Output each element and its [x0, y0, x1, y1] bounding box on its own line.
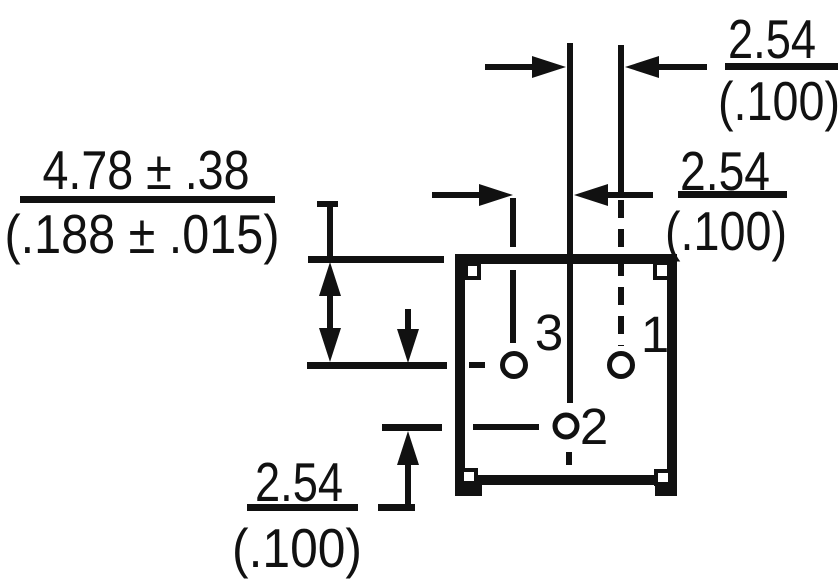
dim-value-inch: (.188 ± .015): [5, 203, 280, 265]
arrowhead-up-icon: [397, 431, 419, 465]
pin-2-number: 2: [580, 398, 608, 455]
centerline-below-pin2-dash: [566, 452, 572, 465]
dim-pitch-bottom-arrows: [378, 309, 419, 511]
dim-pitch-right-label: 2.54 (.100): [665, 140, 787, 262]
dim-value-mm: 2.54: [255, 451, 343, 513]
arrowhead-right-icon: [479, 184, 513, 206]
pin-2-hole: [552, 412, 580, 440]
body-left-edge: [455, 254, 465, 496]
pin-1-hole: [607, 351, 635, 379]
body-foot-left: [455, 484, 482, 496]
pin-row-2-line: [382, 424, 442, 431]
dim-value-mm: 2.54: [728, 8, 816, 70]
dim-value-inch: (.100): [718, 70, 840, 132]
arrowhead-left-icon: [574, 184, 608, 206]
dim-pitch-top-label: 2.54 (.100): [718, 8, 840, 132]
pin-row-3-1-inner-dash: [469, 362, 485, 368]
pin-row-3-1-line: [307, 362, 447, 369]
arrow-shaft: [485, 64, 535, 70]
arrowhead-right-icon: [532, 56, 566, 78]
extension-line-pin1-column: [618, 45, 624, 197]
pins: 3 1 2: [500, 304, 669, 455]
arrow-shaft: [655, 64, 707, 70]
corner-mark-top-right: [653, 261, 671, 280]
pin-1-number: 1: [641, 306, 669, 363]
corner-mark-top-left: [464, 262, 481, 280]
dim-value-inch: (.100): [232, 517, 362, 579]
dim-pitch-right-arrows: [432, 184, 653, 206]
arrowhead-left-icon: [625, 56, 659, 78]
body-right-edge: [667, 254, 677, 496]
extension-line-pin3-inner: [510, 270, 516, 343]
pin-row-2-inner-line: [473, 424, 539, 430]
leader-foot: [378, 504, 415, 511]
fraction-bar: [678, 191, 787, 198]
arrow-shaft: [405, 309, 411, 333]
arrow-shaft: [405, 461, 411, 507]
pin-3-hole: [500, 351, 528, 379]
dim-pitch-top-arrows: [485, 56, 707, 78]
arrowhead-up-icon: [319, 262, 341, 296]
extension-lines: [307, 43, 624, 465]
dim-pitch-bottom-label: 2.54 (.100): [232, 451, 362, 579]
seating-plane-line: [308, 256, 444, 263]
dim-body-to-pins-arrows: [317, 201, 341, 362]
dim-value-inch: (.100): [665, 200, 787, 262]
extension-line-pin2-column: [567, 43, 573, 403]
dim-body-to-pins-label: 4.78 ± .38 (.188 ± .015): [5, 139, 280, 265]
body-top-edge: [455, 254, 677, 264]
arrowhead-down-icon: [397, 329, 419, 363]
body-bottom-edge: [478, 475, 655, 485]
fraction-bar: [725, 63, 838, 70]
corner-mark-bottom-left: [460, 468, 478, 485]
leader-line: [327, 201, 333, 261]
corner-mark-bottom-right: [654, 469, 672, 486]
fraction-bar: [20, 196, 275, 203]
pin-3-number: 3: [535, 304, 563, 361]
arrow-shaft: [604, 192, 653, 198]
body-foot-right: [655, 484, 677, 496]
extension-line-pin3-upper: [510, 198, 516, 247]
arrowhead-down-icon: [319, 328, 341, 362]
component-body: [455, 254, 677, 496]
arrow-shaft: [432, 192, 482, 198]
dim-value-mm: 4.78 ± .38: [43, 139, 250, 201]
fraction-bar: [247, 504, 358, 511]
arrow-shaft: [327, 290, 333, 334]
